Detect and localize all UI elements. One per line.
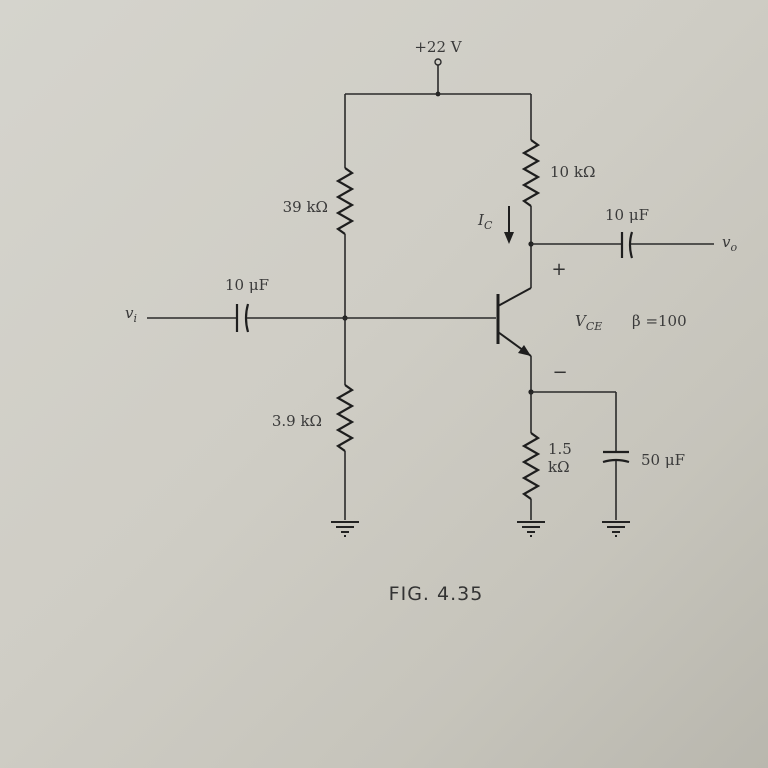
ce-plate-2 bbox=[602, 458, 630, 464]
vce-label: VCE bbox=[575, 312, 602, 333]
ground-right bbox=[602, 521, 630, 537]
cin-plate-2 bbox=[244, 303, 250, 333]
rc-label: 10 kΩ bbox=[550, 163, 595, 181]
ce-label: 50 μF bbox=[641, 451, 685, 469]
r2-label: 3.9 kΩ bbox=[272, 412, 322, 430]
vce-minus-sign: − bbox=[552, 362, 567, 383]
cout-plate-2 bbox=[628, 231, 634, 259]
supply-terminal bbox=[434, 58, 442, 66]
vi-label: vi bbox=[125, 304, 137, 325]
re-label-top: 1.5 bbox=[548, 440, 572, 458]
ground-middle bbox=[517, 521, 545, 537]
supply-label: +22 V bbox=[414, 38, 462, 56]
rc-resistor bbox=[521, 139, 541, 207]
r1-label: 39 kΩ bbox=[283, 198, 328, 216]
r2-resistor bbox=[335, 384, 355, 452]
vo-label: vo bbox=[722, 233, 737, 254]
ground-left bbox=[331, 521, 359, 537]
re-label-bottom: kΩ bbox=[548, 458, 570, 476]
vce-plus-sign: + bbox=[551, 259, 566, 280]
ic-arrow bbox=[504, 206, 514, 244]
r1-resistor bbox=[335, 167, 355, 235]
cin-label: 10 μF bbox=[225, 276, 269, 294]
cout-label: 10 μF bbox=[605, 206, 649, 224]
figure-caption: FIG. 4.35 bbox=[389, 583, 484, 605]
ic-label: IC bbox=[477, 211, 493, 232]
beta-label: β =100 bbox=[632, 312, 687, 330]
npn-transistor bbox=[496, 287, 532, 357]
re-resistor bbox=[521, 432, 541, 500]
